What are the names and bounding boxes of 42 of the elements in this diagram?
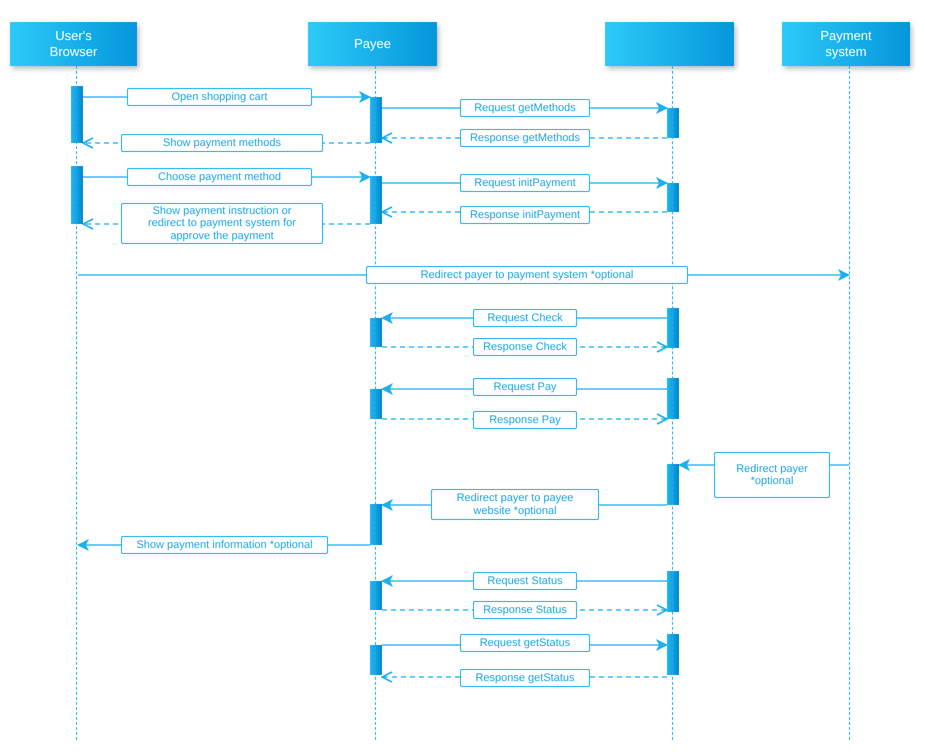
activation-bar [370,389,382,419]
activation-bar [370,645,382,675]
edge-label: Response Pay [473,411,577,429]
edge-label: Redirect payer *optional [714,452,830,498]
edge-label: Request Pay [473,378,577,396]
edge-label: Open shopping cart [127,88,312,106]
edge-label: Response initPayment [460,206,590,224]
edge-label: Redirect payer to payee website *optional [431,489,599,520]
participant-box: Payment system [782,22,910,66]
lifeline [849,66,851,740]
activation-bar [667,308,679,348]
activation-bar [71,166,83,224]
activation-bar [370,318,382,347]
activation-bar [667,378,679,419]
activation-bar [370,176,382,224]
edge-label: Request getStatus [460,634,590,652]
lifeline [76,66,78,740]
activation-bar [667,464,679,505]
edge-label: Response getStatus [460,669,590,687]
activation-bar [370,581,382,610]
edge-label: Request getMethods [460,99,590,117]
activation-bar [370,504,382,545]
edge-label: Request initPayment [460,174,590,192]
edge-label: Response getMethods [460,129,590,147]
activation-bar [71,86,83,143]
activation-bar [667,634,679,675]
participant-box [605,22,734,66]
participant-box: Payee [308,22,437,66]
activation-bar [667,183,679,212]
edge-label: Response Status [473,601,577,619]
edge-label: Choose payment method [127,168,312,186]
participant-box: User's Browser [10,22,137,66]
edge-label: Request Check [473,309,577,327]
edge-label: Redirect payer to payment system *optional [366,266,688,284]
edge-label: Show payment methods [121,134,323,152]
edge-label: Response Check [473,338,577,356]
edge-label: Show payment information *optional [121,536,328,554]
activation-bar [667,108,679,138]
edge-label: Request Status [473,572,577,590]
activation-bar [370,97,382,143]
edge-label: Show payment instruction or redirect to payment system for approve the payment [121,203,323,244]
activation-bar [667,571,679,612]
